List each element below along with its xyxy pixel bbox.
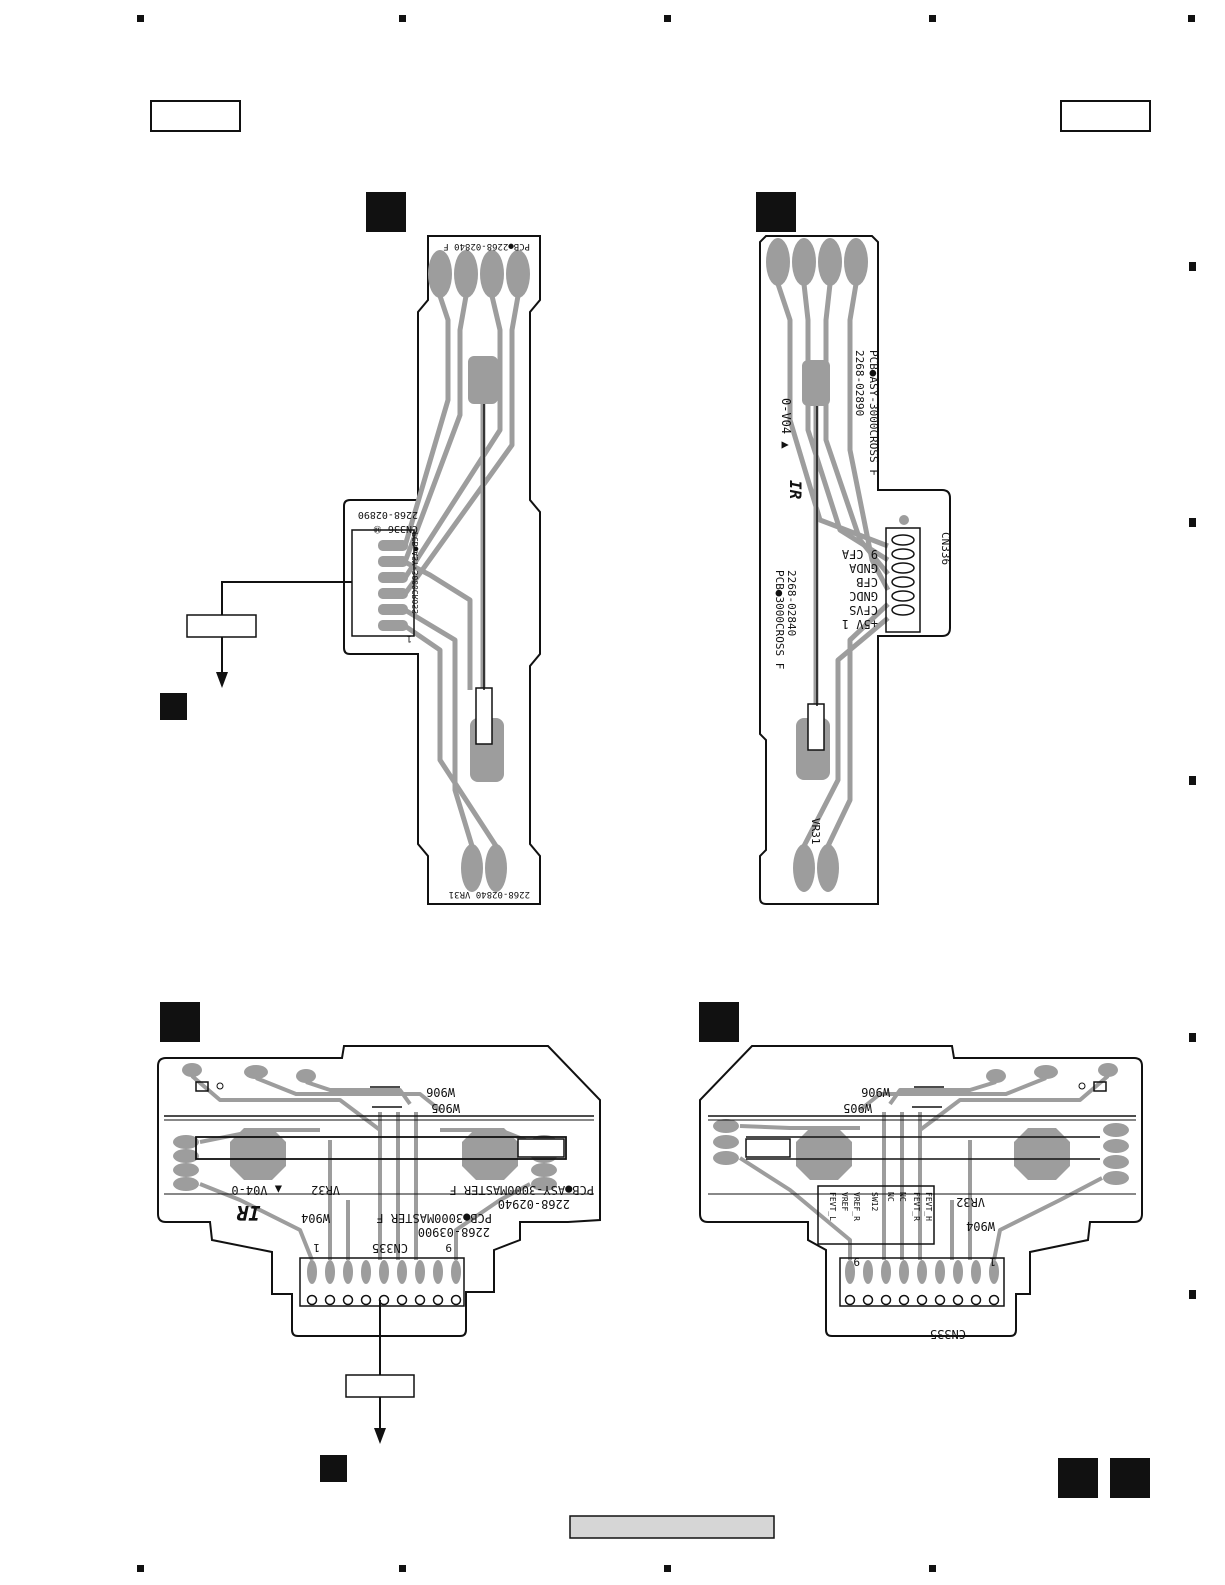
board-b-back-w906: W906 <box>861 1085 890 1099</box>
board-a-connector-arrow <box>186 581 352 688</box>
board-a-front-pcb-vertical: PCB●ASY-3000CROSS <box>411 532 420 614</box>
board-b-front-cn: CN335 <box>372 1241 408 1255</box>
board-a-front-pin-mark: 1 <box>407 633 412 643</box>
board-a-back: CN336 9 CFA GNDA CFB GNDC CFVS +5V 1 226… <box>759 235 952 905</box>
board-b-back-pin-label-8: FEVT_H <box>924 1192 933 1221</box>
board-a-back-pin-6: +5V 1 <box>842 617 878 631</box>
board-a-back-pin-3: CFB <box>856 575 878 589</box>
board-a-back-rev: 0-V04 ▲ <box>779 398 793 449</box>
top-right-label-box <box>1060 100 1151 132</box>
top-left-label-box <box>150 100 241 132</box>
board-b-front-w906: W906 <box>426 1085 455 1099</box>
index-markers <box>160 192 1150 1498</box>
board-b-front-pcb2: PCB●3000MASTER F <box>376 1211 492 1225</box>
board-b-connector-arrow <box>345 1300 415 1444</box>
board-b-back-pin-label-6: NC <box>898 1192 907 1202</box>
board-b-back-pin-left: 9 <box>853 1255 860 1268</box>
board-a-back-cn-label: CN336 <box>939 532 952 565</box>
board-a-front: PCB●2268-02840 F 2268-02840 VR31 2268-02… <box>343 235 541 905</box>
board-b-front-w905: W905 <box>431 1101 460 1115</box>
board-b-back-pin-label-7: FEVT_R <box>912 1192 921 1221</box>
board-b-back-pin-label-4: SW12 <box>870 1192 879 1211</box>
board-a-back-code-3: 2268-02840 <box>785 570 798 636</box>
board-b-back-w904: W904 <box>966 1219 995 1233</box>
board-a-back-pin-4: GNDC <box>849 589 878 603</box>
board-b-back: W906 W905 VR32 W904 CN335 9 1 FEVT_L VRE… <box>699 1045 1143 1341</box>
board-a-back-pin-5: CFVS <box>849 603 878 617</box>
board-b-back-vr: VR32 <box>956 1195 985 1209</box>
board-b-back-w905: W905 <box>843 1101 872 1115</box>
board-a-back-vr: VR31 <box>809 818 822 845</box>
board-b-front-code2: 2268-03900 <box>418 1225 490 1239</box>
board-b-back-cn: CN335 <box>930 1327 966 1341</box>
bottom-center-label-box <box>569 1515 775 1539</box>
board-a-front-edge-bottom: 2268-02840 VR31 <box>449 889 530 899</box>
board-b-front-code1: 2268-02940 <box>498 1197 570 1211</box>
board-b-front-pcb1: PCB●ASY-3000MASTER F <box>450 1183 595 1197</box>
board-b-back-pin-label-1: FEVT_L <box>828 1192 837 1221</box>
board-a-back-code-1: 2268-02890 <box>853 350 866 416</box>
board-b-front-pin-right: 9 <box>445 1241 452 1254</box>
board-b-front-w904: W904 <box>301 1211 330 1225</box>
board-a-back-code-4: PCB●3000CROSS F <box>773 570 786 669</box>
board-b-front-pin-left: 1 <box>313 1241 320 1254</box>
board-b-front-rev: ▲ V04-0 <box>231 1183 282 1197</box>
board-a-back-logo: IR <box>786 480 805 500</box>
board-a-front-cn-label: CN336 ⑩ <box>373 523 418 534</box>
board-b-back-pin-right: 1 <box>989 1255 996 1268</box>
board-b-front-vr: VR32 <box>311 1183 340 1197</box>
board-a-front-cn-code: 2268-02890 <box>358 509 418 520</box>
board-a-back-pin-2: GNDA <box>848 561 878 575</box>
board-b-back-pin-label-5: NC <box>886 1192 895 1202</box>
board-b-back-pin-label-2: VREF <box>840 1192 849 1211</box>
registration-marks <box>137 15 1196 1572</box>
board-b-front: W906 W905 PCB●ASY-3000MASTER F 2268-0294… <box>157 1045 601 1337</box>
board-b-back-pin-label-3: VREF_R <box>852 1192 861 1221</box>
board-a-back-code-2: PCB●ASY-3000CROSS F <box>867 350 880 476</box>
board-a-back-pin-1: 9 CFA <box>841 547 878 561</box>
board-a-front-edge-top: PCB●2268-02840 F <box>443 241 530 251</box>
board-b-front-logo: IR <box>233 1201 263 1225</box>
